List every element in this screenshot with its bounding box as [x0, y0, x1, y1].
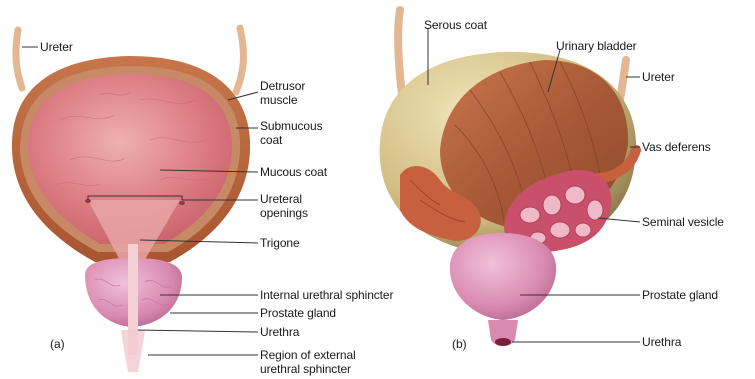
label-prostate-a: Prostate gland	[260, 307, 336, 320]
prostate-gland-b	[450, 233, 556, 320]
panel-b-drawing	[380, 10, 636, 346]
label-external-2: urethral sphincter	[260, 363, 351, 376]
label-detrusor-1: Detrusor	[260, 80, 305, 93]
label-urethra-b: Urethra	[642, 336, 681, 349]
label-vas-deferens: Vas deferens	[642, 141, 711, 154]
label-ureter-a: Ureter	[40, 41, 73, 54]
label-ureter-b: Ureter	[642, 71, 675, 84]
label-serous-coat: Serous coat	[424, 19, 487, 32]
label-external-1: Region of external	[260, 349, 356, 362]
panel-tag-a: (a)	[50, 337, 65, 351]
label-ureteral-1: Ureteral	[260, 193, 302, 206]
label-urinary-bladder: Urinary bladder	[556, 40, 637, 53]
label-seminal-vesicle: Seminal vesicle	[642, 216, 724, 229]
label-internal-sphincter: Internal urethral sphincter	[260, 289, 393, 302]
label-ureteral-2: openings	[260, 207, 308, 220]
label-detrusor-2: muscle	[260, 94, 297, 107]
label-submucous-2: coat	[260, 134, 282, 147]
panel-tag-b: (b)	[452, 337, 467, 351]
ureter-left-a	[16, 30, 22, 88]
label-mucous-coat: Mucous coat	[260, 166, 327, 179]
label-prostate-b: Prostate gland	[642, 289, 718, 302]
label-urethra-a: Urethra	[260, 326, 299, 339]
label-submucous-1: Submucous	[260, 120, 322, 133]
ureter-right-a	[236, 28, 243, 92]
label-trigone: Trigone	[260, 237, 300, 250]
